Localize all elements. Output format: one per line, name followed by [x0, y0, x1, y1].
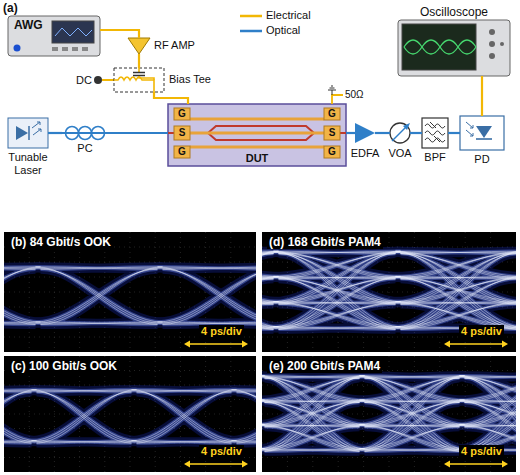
grid-line [4, 414, 256, 415]
node-label: AWG [14, 19, 43, 32]
node-label: (e) 200 Gbit/s PAM4 [267, 359, 382, 373]
pad-label: S [174, 127, 190, 139]
instrument-box: Oscilloscope [396, 6, 512, 76]
grid-line [4, 457, 256, 458]
scale-arrow [184, 461, 190, 468]
pad-label: G [324, 146, 340, 158]
laser-box: Tunable Laser [8, 118, 48, 148]
optical-fiber [410, 132, 422, 134]
filter-box: BPF [422, 118, 448, 148]
grid-line [205, 356, 206, 472]
scale-arrow [184, 341, 190, 348]
node-label: VOA [380, 147, 420, 160]
grid-line [262, 337, 516, 338]
node-label: Bias Tee [169, 73, 211, 86]
eye-trace [4, 390, 256, 443]
scale-label: 4 ps/div [199, 445, 244, 458]
scale-label: 4 ps/div [459, 325, 504, 338]
eye-panel: (b) 84 Gbit/s OOK 4 ps/div [4, 232, 256, 352]
node-label: (d) 168 Gbit/s PAM4 [267, 235, 383, 249]
node-label: BPF [415, 151, 455, 164]
grid-line [4, 247, 256, 248]
scale-label: 4 ps/div [199, 325, 244, 338]
eye-trace [262, 376, 516, 451]
eye-panel: (e) 200 Gbit/s PAM4 4 ps/div [262, 356, 516, 472]
setup-illustration [0, 0, 520, 232]
termination-label: 50Ω [345, 89, 364, 101]
bias-tee-box: Bias Tee [114, 68, 164, 92]
eye-panel: (c) 100 Gbit/s OOK 4 ps/div [4, 356, 256, 472]
legend-label: Electrical [266, 9, 311, 22]
scale-arrow [444, 461, 450, 468]
device-box: DUT [168, 104, 346, 166]
grid-line [4, 337, 256, 338]
optical-fiber [448, 132, 460, 134]
optical-fiber [108, 132, 168, 134]
eye-trace [4, 267, 256, 325]
electrical-wire [138, 54, 140, 68]
grid-line [4, 399, 256, 400]
pad-label: G [174, 108, 190, 120]
scale-arrow [444, 341, 450, 348]
node-label: (b) 84 Gbit/s OOK [9, 235, 113, 249]
eye-trace [4, 390, 256, 443]
pad-label: S [324, 127, 340, 139]
eye-panel: (d) 168 Gbit/s PAM4 4 ps/div [262, 232, 516, 352]
scale-arrow [502, 341, 508, 348]
scale-arrow [188, 343, 244, 345]
instrument-box: AWG [8, 16, 100, 56]
pad-label: G [174, 146, 190, 158]
photodiode-box: PD [460, 116, 504, 150]
scale-arrow [502, 461, 508, 468]
eye-trace [4, 390, 256, 443]
eye-trace [4, 267, 256, 325]
node-label: PC [62, 142, 108, 155]
node-label: PD [460, 153, 504, 166]
eye-trace [262, 251, 516, 329]
node-label: (c) 100 Gbit/s OOK [9, 359, 119, 373]
eye-trace [262, 251, 516, 329]
grid-line [230, 356, 231, 472]
eye-trace [262, 251, 516, 329]
node-label: Oscilloscope [396, 6, 512, 19]
pad-label: G [324, 108, 340, 120]
scale-arrow [448, 343, 504, 345]
eye-trace [4, 267, 256, 325]
grid-line [262, 457, 516, 458]
node-label: DUT [168, 152, 346, 165]
scale-label: 4 ps/div [459, 445, 504, 458]
polarization-controller: PC [62, 126, 108, 140]
optical-fiber [346, 132, 355, 134]
scale-arrow [242, 461, 248, 468]
eye-trace [262, 376, 516, 451]
grid-line [4, 307, 256, 308]
attenuator-symbol: VOA [390, 123, 410, 143]
electrical-wire [481, 76, 483, 116]
node-label: EDFA [345, 147, 385, 160]
scale-arrow [448, 463, 504, 465]
node-label: Tunable Laser [0, 151, 56, 177]
legend-label: Optical [266, 24, 300, 37]
grid-line [4, 370, 256, 371]
amplifier-symbol: EDFA [355, 123, 375, 143]
scale-arrow [188, 463, 244, 465]
source-label: DC [76, 74, 92, 87]
electrical-wire [154, 92, 188, 104]
node-label: RF AMP [154, 39, 195, 52]
amplifier-symbol: RF AMP [128, 38, 150, 54]
panel-letter: (a) [3, 2, 18, 15]
scale-arrow [242, 341, 248, 348]
optical-fiber [375, 132, 390, 134]
eye-trace [262, 376, 516, 451]
electrical-wire [100, 30, 139, 38]
grid-line [180, 232, 181, 352]
optical-fiber [48, 132, 62, 134]
grid-line [262, 370, 516, 371]
grid-line [4, 428, 256, 429]
